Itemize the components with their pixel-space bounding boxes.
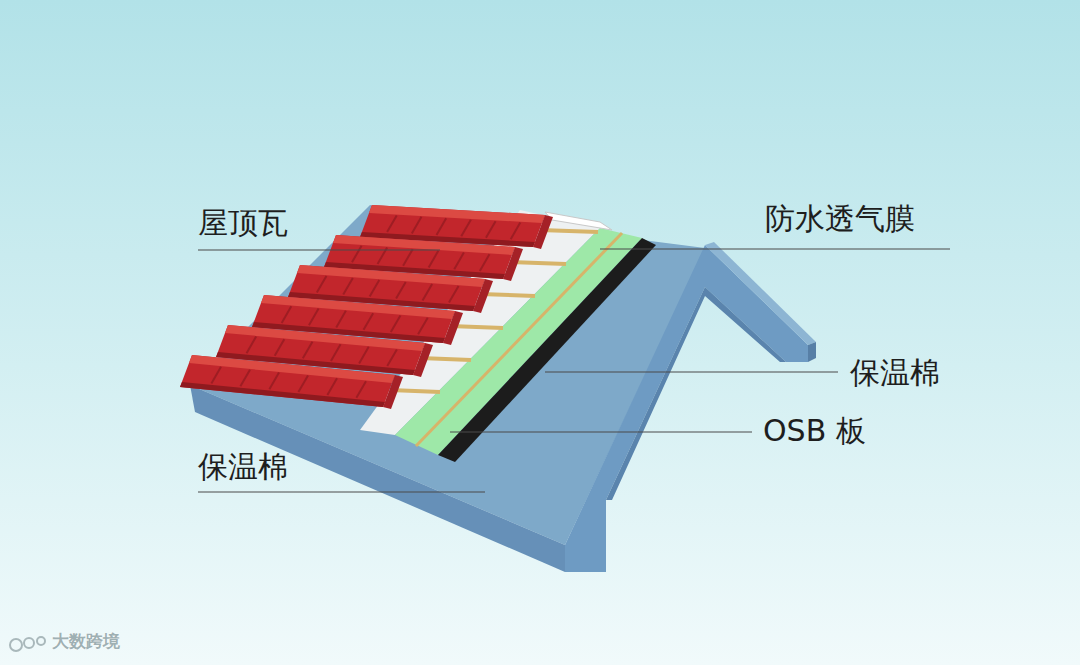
tile-groove — [359, 347, 369, 364]
tile-shape — [189, 355, 395, 383]
leader-lines — [198, 249, 950, 492]
tile-groove — [298, 375, 308, 392]
tile-shape — [443, 311, 463, 345]
tile-groove — [480, 254, 490, 271]
part-label: 屋顶瓦 — [198, 208, 288, 238]
tile-groove — [303, 342, 313, 359]
tile-groove — [275, 339, 285, 356]
roof-tiles — [180, 205, 553, 409]
part-label: OSB 板 — [763, 416, 866, 446]
tile-groove — [370, 280, 380, 297]
tile-groove — [486, 221, 496, 238]
tile-groove — [391, 315, 401, 332]
tile-groove — [309, 309, 319, 326]
tile-groove — [511, 223, 521, 240]
tile-shape — [180, 382, 385, 407]
tile-groove — [403, 249, 413, 266]
tile-shape — [180, 355, 395, 407]
tile-groove — [240, 370, 250, 387]
tile-groove — [437, 218, 447, 235]
tile-groove — [327, 378, 337, 395]
ridge-cap — [545, 212, 612, 230]
gable-inner-edge — [606, 287, 786, 500]
tile-shape — [383, 375, 403, 409]
tile-groove — [356, 381, 366, 398]
tile-groove — [282, 306, 292, 323]
tile-groove — [387, 349, 397, 366]
tile-groove — [454, 253, 464, 270]
tile-groove — [211, 367, 221, 384]
tile-shape — [369, 205, 545, 223]
gable-side — [808, 342, 816, 362]
tile-groove — [247, 337, 257, 354]
tile-groove — [336, 311, 346, 328]
part-label: 保温棉 — [198, 452, 288, 482]
tile-groove — [352, 246, 362, 263]
tile-shape — [413, 343, 433, 377]
tile-groove — [429, 251, 439, 268]
tile-groove — [461, 220, 471, 237]
tile-groove — [364, 313, 374, 330]
tile-shape — [503, 247, 523, 281]
tile-shape — [333, 235, 515, 255]
part-label: 保温棉 — [850, 358, 940, 388]
tile-shape — [297, 265, 485, 287]
tile-groove — [396, 282, 406, 299]
tile-groove — [317, 276, 327, 293]
watermark-logo — [10, 637, 45, 651]
gable-slope-top — [705, 242, 816, 345]
tile-groove — [423, 284, 433, 301]
tile-groove — [412, 217, 422, 234]
tile-groove — [269, 373, 279, 390]
tile-groove — [343, 278, 353, 295]
tile-shape — [533, 215, 553, 249]
tile-groove — [418, 318, 428, 335]
tile-shape — [473, 279, 493, 313]
tile-groove — [387, 215, 397, 232]
part-label: 防水透气膜 — [765, 204, 915, 234]
tile-groove — [449, 286, 459, 303]
watermark: 大数跨境 — [52, 633, 120, 650]
tile-groove — [331, 344, 341, 361]
